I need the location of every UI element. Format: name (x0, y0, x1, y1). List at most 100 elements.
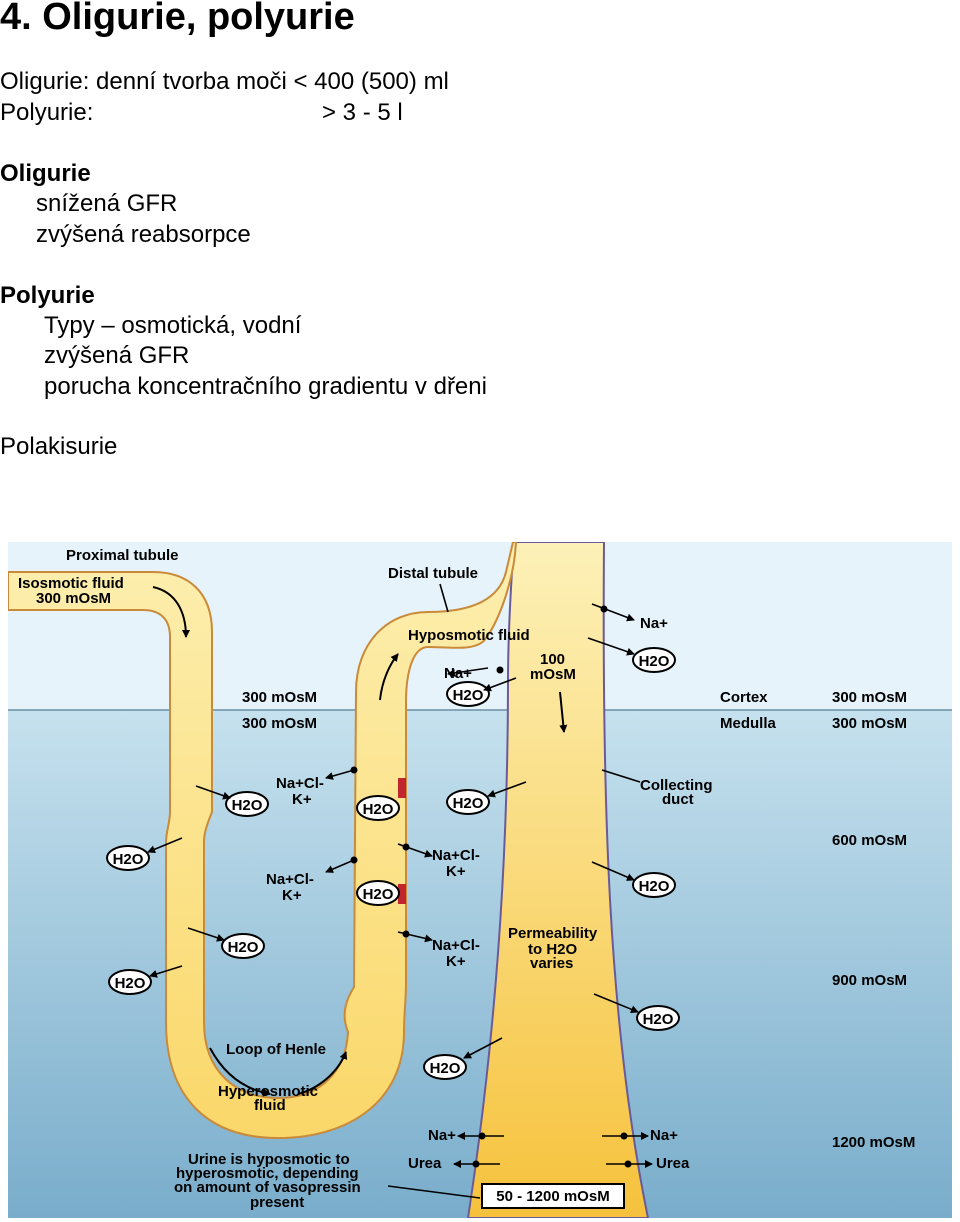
transporter-dot (402, 843, 410, 851)
label-hyperosmotic: Hyperosmotic (218, 1083, 318, 1100)
label-proximal-tubule: Proximal tubule (66, 547, 179, 564)
label-100: 100 (540, 651, 565, 668)
polyurie-item: Typy – osmotická, vodní (44, 312, 302, 339)
label-collecting-duct: duct (662, 791, 694, 808)
h2o-oval: H2O (632, 872, 676, 898)
svg-text:H2O: H2O (639, 653, 670, 670)
transport-arrow (483, 677, 517, 692)
svg-text:H2O: H2O (430, 1060, 461, 1077)
svg-text:H2O: H2O (643, 1011, 674, 1028)
transporter-dot (350, 856, 358, 864)
label-loop-of-henle: Loop of Henle (226, 1041, 326, 1058)
h2o-oval: H2O (221, 933, 265, 959)
leader-line (387, 1185, 481, 1199)
osmolarity-label: 300 mOsM (832, 689, 907, 706)
label-urine-note: present (250, 1194, 304, 1211)
page-title: 4. Oligurie, polyurie (0, 0, 355, 38)
transport-arrow (187, 927, 225, 942)
ion-label: Na+Cl- (432, 847, 480, 864)
h2o-oval: H2O (636, 1005, 680, 1031)
label-isosmotic-value: 300 mOsM (36, 590, 111, 607)
transport-arrow (587, 637, 635, 656)
ion-label: Na+ (650, 1127, 678, 1144)
transport-arrow (325, 769, 355, 780)
osmolarity-label: 900 mOsM (832, 972, 907, 989)
h2o-oval: H2O (632, 647, 676, 673)
h2o-oval: H2O (356, 795, 400, 821)
ion-label: Urea (408, 1155, 442, 1172)
label-distal-tubule: Distal tubule (388, 565, 478, 582)
polyurie-item: porucha koncentračního gradientu v dřeni (44, 373, 487, 400)
flow-arrow (209, 1047, 271, 1097)
ion-label: Na+ (428, 1127, 456, 1144)
oligurie-heading: Oligurie (0, 160, 91, 187)
flow-arrow (559, 691, 568, 733)
nephron-tubule (8, 542, 518, 1140)
ion-label: Urea (656, 1155, 690, 1172)
label-permeability: to H2O (528, 941, 578, 958)
label-medulla: Medulla (720, 715, 776, 732)
h2o-oval: H2O (423, 1054, 467, 1080)
label-isosmotic-fluid: Isosmotic fluid (18, 575, 124, 592)
label-cortex: Cortex (720, 689, 768, 706)
svg-text:H2O: H2O (639, 878, 670, 895)
polakisurie-heading: Polakisurie (0, 433, 118, 460)
ion-label: Na+Cl- (266, 871, 314, 888)
osmolarity-label: 300 mOsM (242, 715, 317, 732)
ion-label: Na+Cl- (432, 937, 480, 954)
ion-label: K+ (292, 791, 312, 808)
label-collecting-duct: Collecting (640, 777, 713, 794)
osmolarity-label: 600 mOsM (832, 832, 907, 849)
transport-arrow (591, 861, 635, 881)
osmolarity-label: 1200 mOsM (832, 1134, 915, 1151)
transporter-dot (350, 766, 358, 774)
svg-text:H2O: H2O (363, 801, 394, 818)
ion-label: Na+ (444, 665, 472, 682)
transporter-dot (620, 1132, 628, 1140)
ion-label: K+ (446, 953, 466, 970)
svg-text:H2O: H2O (115, 975, 146, 992)
ion-label: K+ (446, 863, 466, 880)
ion-label: Na+Cl- (276, 775, 324, 792)
flow-arrow (379, 653, 399, 701)
transporter-dot (478, 1132, 486, 1140)
h2o-oval: H2O (108, 969, 152, 995)
h2o-oval: H2O (446, 789, 490, 815)
label-urine-note: Urine is hyposmotic to (188, 1151, 350, 1168)
flow-arrow (152, 586, 190, 638)
label-hyperosmotic: fluid (254, 1097, 286, 1114)
label-permeability: Permeability (508, 925, 598, 942)
leader-line (439, 583, 449, 613)
h2o-oval: H2O (106, 845, 150, 871)
label-mosm: mOsM (530, 666, 576, 683)
transport-arrow (149, 965, 183, 978)
svg-text:50 - 1200 mOsM: 50 - 1200 mOsM (496, 1188, 609, 1205)
label-hyposmotic-fluid: Hyposmotic fluid (408, 627, 530, 644)
transporter-dot (496, 666, 504, 674)
svg-text:H2O: H2O (113, 851, 144, 868)
svg-text:H2O: H2O (363, 886, 394, 903)
flow-arrow (297, 1051, 348, 1095)
polyurie-definition-value: > 3 - 5 l (322, 99, 403, 126)
transport-arrow (463, 1037, 503, 1059)
transport-arrow (487, 781, 527, 798)
svg-text:H2O: H2O (453, 687, 484, 704)
nephron-diagram: H2O H2O H2O H2O H2O H2O H2O H2O H2O H2O … (8, 542, 952, 1218)
polyurie-definition-label: Polyurie: (0, 99, 94, 126)
transport-arrow (147, 837, 183, 854)
leader-line (601, 769, 641, 783)
transport-arrow (325, 859, 355, 873)
transporter-dot (600, 605, 608, 613)
ion-label: Na+ (640, 615, 668, 632)
impermeable-block (398, 778, 406, 798)
urine-range-box: 50 - 1200 mOsM (481, 1183, 625, 1209)
label-urine-note: hyperosmotic, depending (176, 1165, 359, 1182)
oligurie-item: snížená GFR (36, 190, 178, 217)
transport-arrow (591, 603, 635, 622)
polyurie-heading: Polyurie (0, 282, 95, 309)
h2o-oval: H2O (446, 681, 490, 707)
transport-arrow (447, 667, 489, 677)
transporter-dot (402, 930, 410, 938)
oligurie-definition: Oligurie: denní tvorba moči < 400 (500) … (0, 68, 449, 95)
label-permeability: varies (530, 955, 573, 972)
